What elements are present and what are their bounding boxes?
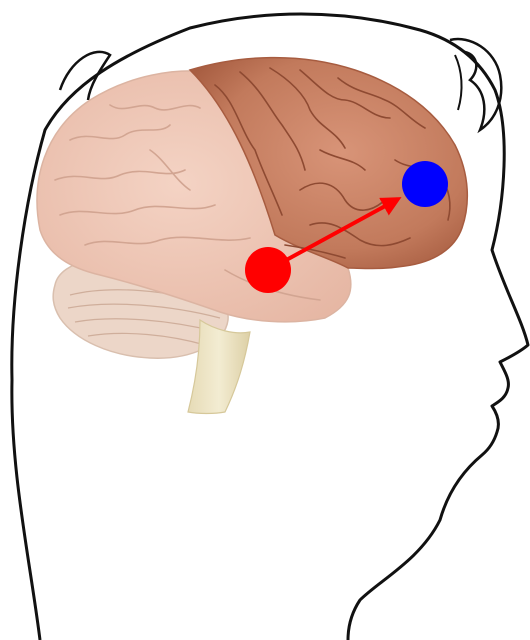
target-marker xyxy=(402,161,448,207)
hair-outline-right-inner xyxy=(455,55,462,110)
source-marker xyxy=(245,247,291,293)
